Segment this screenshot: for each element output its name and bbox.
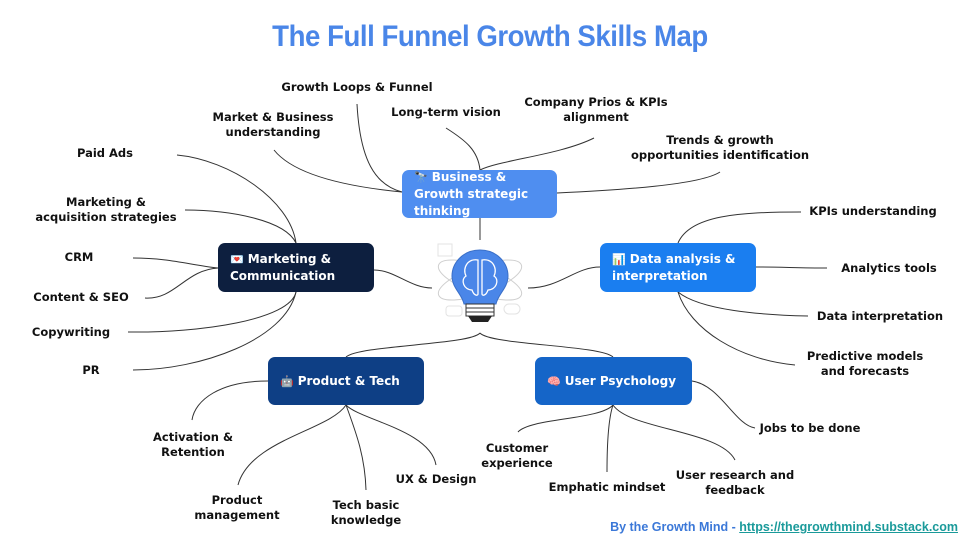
- node-data: 📊Data analysis & interpretation: [600, 243, 756, 292]
- leaf-analytics-tools: Analytics tools: [841, 261, 937, 275]
- link-mkt-acq: [184, 209, 297, 244]
- link-analytics: [755, 266, 828, 269]
- leaf-kpis-understanding: KPIs understanding: [809, 204, 937, 218]
- link-center-marketing: [373, 269, 433, 289]
- link-company: [479, 137, 595, 171]
- link-customer: [517, 404, 614, 433]
- footer-credit: By the Growth Mind - https://thegrowthmi…: [610, 520, 958, 534]
- link-copywriting: [127, 291, 297, 333]
- leaf-activation-retention: Activation &Retention: [153, 430, 233, 459]
- footer-link[interactable]: https://thegrowthmind.substack.com: [739, 520, 958, 534]
- leaf-copywriting: Copywriting: [31, 325, 111, 339]
- link-data-interp: [677, 291, 809, 317]
- link-pr: [132, 291, 297, 371]
- robot-icon: 🤖: [280, 374, 294, 388]
- bar-chart-icon: 📊: [612, 252, 626, 266]
- link-ux: [345, 404, 437, 466]
- leaf-crm: CRM: [64, 250, 94, 264]
- leaf-paid-ads: Paid Ads: [76, 146, 134, 160]
- link-jtbd: [691, 380, 756, 429]
- leaf-marketing-acquisition: Marketing &acquisition strategies: [35, 195, 177, 224]
- leaf-emphatic-mindset: Emphatic mindset: [548, 480, 666, 494]
- node-marketing-label: 💌Marketing & Communication: [230, 251, 336, 283]
- lightbulb-brain-icon: [437, 243, 523, 322]
- link-content: [144, 267, 219, 299]
- leaf-data-interpretation: Data interpretation: [816, 309, 944, 323]
- link-product-mgmt: [237, 404, 347, 486]
- link-center-data: [527, 266, 601, 289]
- link-growth-loops: [356, 103, 403, 193]
- link-center-product: [345, 332, 481, 358]
- link-center-psychology: [479, 332, 614, 358]
- node-product-label: 🤖Product & Tech: [280, 373, 400, 388]
- leaf-growth-loops: Growth Loops & Funnel: [281, 80, 433, 94]
- node-psychology-label: 🧠User Psychology: [547, 373, 677, 388]
- node-business: 🔭Business & Growth strategic thinking: [402, 170, 557, 218]
- leaf-content-seo: Content & SEO: [33, 290, 129, 304]
- leaf-pr: PR: [82, 363, 100, 377]
- leaf-long-term-vision: Long-term vision: [391, 105, 501, 119]
- brain-icon: 🧠: [547, 374, 561, 388]
- link-tech: [345, 404, 367, 491]
- link-predictive: [677, 291, 796, 366]
- footer-prefix: By the Growth Mind -: [610, 520, 740, 534]
- node-marketing: 💌Marketing & Communication: [218, 243, 374, 292]
- link-activation: [191, 380, 269, 421]
- node-data-label: 📊Data analysis & interpretation: [612, 251, 736, 283]
- love-letter-icon: 💌: [230, 252, 244, 266]
- link-long-term: [445, 127, 481, 171]
- link-emphatic: [606, 404, 614, 473]
- page-title: The Full Funnel Growth Skills Map: [272, 20, 708, 53]
- link-crm: [132, 257, 219, 269]
- leaf-ux-design: UX & Design: [395, 472, 477, 486]
- node-psychology: 🧠User Psychology: [535, 357, 692, 405]
- link-paid-ads: [176, 154, 297, 244]
- node-business-label: 🔭Business & Growth strategic thinking: [414, 169, 529, 218]
- link-kpis: [677, 211, 802, 244]
- link-market: [273, 149, 403, 193]
- leaf-jobs-to-be-done: Jobs to be done: [759, 421, 861, 435]
- link-user-research: [612, 404, 736, 461]
- node-product: 🤖Product & Tech: [268, 357, 424, 405]
- link-trends: [556, 171, 721, 194]
- telescope-icon: 🔭: [414, 170, 428, 184]
